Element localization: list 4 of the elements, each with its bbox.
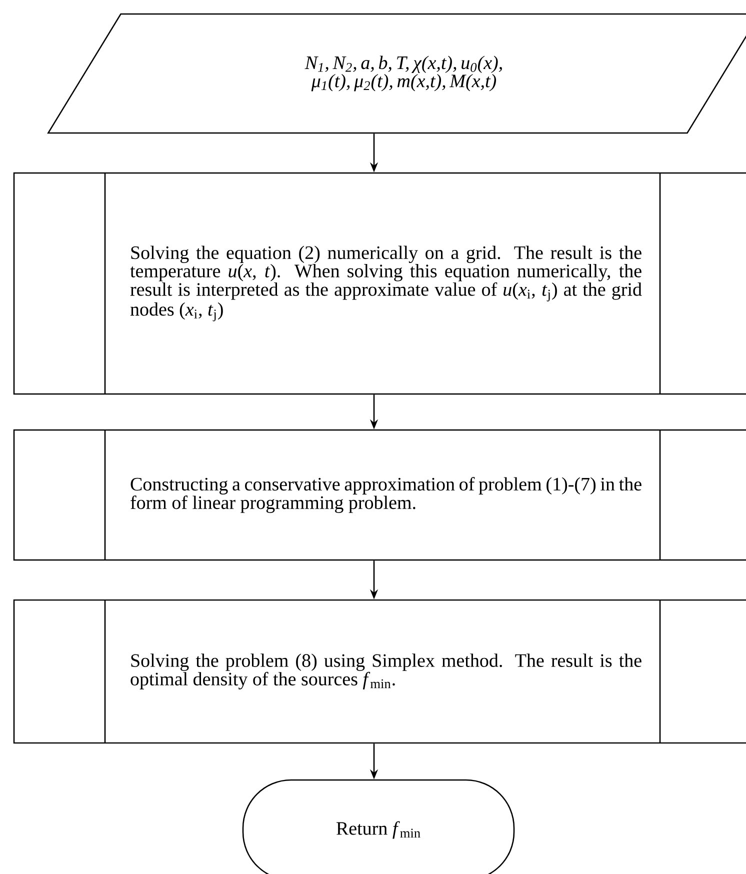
process-box: Solving the equation (2) numerically on a grid. The result is the temperature u(x, t). When solving this equation numerically, the result is interpreted as the approximate value of u(x$_{i}$, t$_{j}$) at the grid nodes (x$_{i}$, t$_{j}$) xyxy=(13,172,746,395)
process-box: Constructing a conservative approximation of problem (1)-(7) in the form of linear programming problem. xyxy=(13,429,746,561)
process-box: Solving the problem (8) using Simplex method. The result is the optimal density of the sources f$_{min}$. xyxy=(13,599,746,744)
terminal-box: Return f$_{min}$ xyxy=(242,779,515,874)
